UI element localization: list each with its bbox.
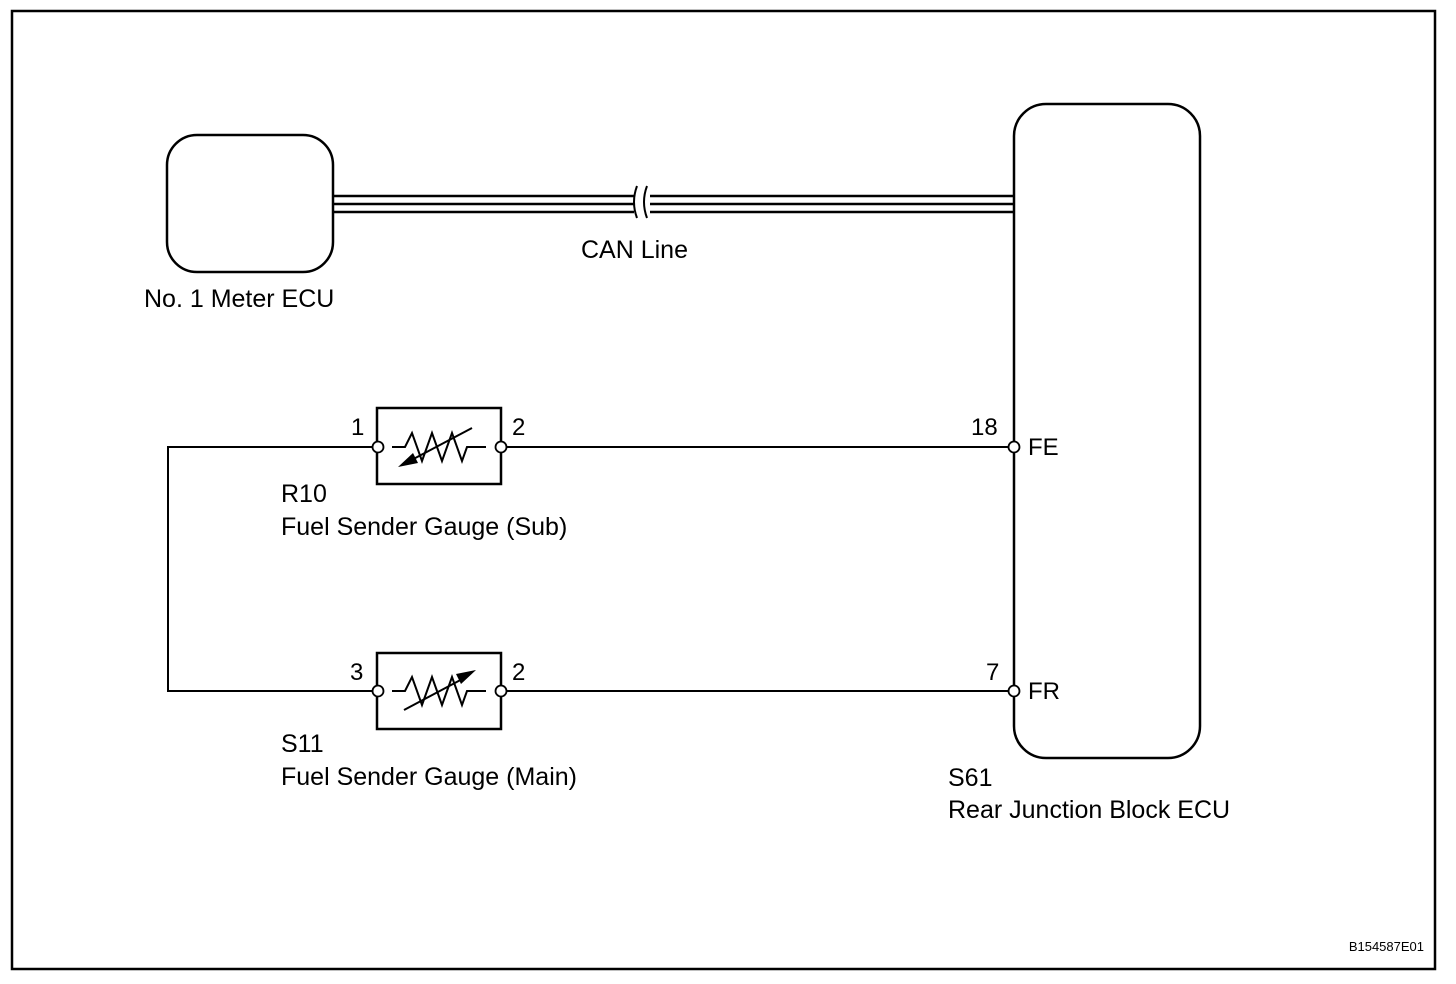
fuel-sender-gauge-main bbox=[375, 651, 503, 731]
can-line-label: CAN Line bbox=[581, 236, 688, 264]
ecu-pin-7-number: 7 bbox=[986, 659, 999, 686]
fuel-sender-main-label: Fuel Sender Gauge (Main) bbox=[281, 763, 577, 791]
can-line bbox=[333, 185, 1014, 219]
fuel-sender-gauge-sub bbox=[375, 406, 503, 486]
main-pin-3-label: 3 bbox=[350, 659, 363, 686]
sub-pin-2-label: 2 bbox=[512, 414, 525, 441]
arrow-head-icon bbox=[398, 453, 418, 467]
main-terminal-3 bbox=[371, 684, 385, 698]
fuel-sender-main-code: S11 bbox=[281, 730, 324, 758]
rear-junction-block-ecu-box bbox=[1012, 102, 1202, 760]
sub-pin-1-label: 1 bbox=[351, 414, 364, 441]
diagram-frame bbox=[10, 9, 1437, 971]
ecu-pin-18-number: 18 bbox=[971, 414, 998, 441]
main-pin-2-label: 2 bbox=[512, 659, 525, 686]
meter-ecu-label: No. 1 Meter ECU bbox=[144, 285, 334, 313]
ecu-terminal-fe bbox=[1007, 440, 1021, 454]
ecu-terminal-fr bbox=[1007, 684, 1021, 698]
fuel-sender-sub-code: R10 bbox=[281, 480, 327, 508]
variable-resistor-icon bbox=[392, 674, 486, 708]
line-break-symbol bbox=[633, 185, 648, 219]
sub-terminal-1 bbox=[371, 440, 385, 454]
meter-ecu-box bbox=[165, 133, 335, 274]
wire-sub-to-main-ground-loop bbox=[167, 446, 378, 692]
rear-junction-block-ecu-label: Rear Junction Block ECU bbox=[948, 796, 1230, 824]
ecu-pin-fe-signal: FE bbox=[1028, 434, 1059, 461]
arrow-head-icon bbox=[456, 670, 476, 684]
ecu-pin-fr-signal: FR bbox=[1028, 678, 1060, 705]
sub-terminal-2 bbox=[494, 440, 508, 454]
fuel-sender-sub-label: Fuel Sender Gauge (Sub) bbox=[281, 513, 567, 541]
main-terminal-2 bbox=[494, 684, 508, 698]
rear-junction-block-ecu-code: S61 bbox=[948, 764, 992, 792]
figure-code: B154587E01 bbox=[1349, 939, 1424, 954]
